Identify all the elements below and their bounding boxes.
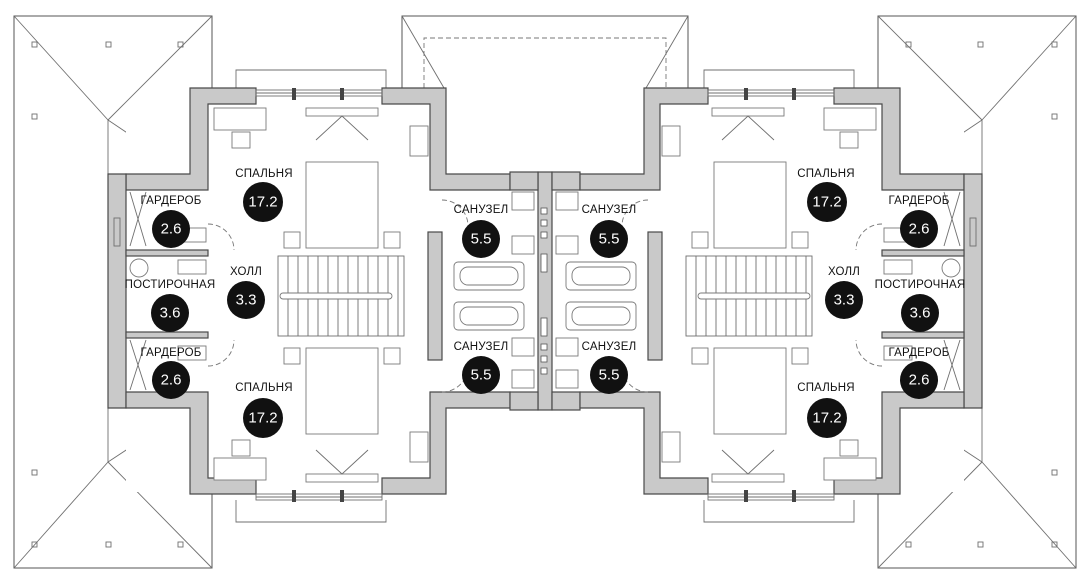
area-badge	[152, 210, 190, 248]
area-badge	[243, 182, 283, 222]
furniture	[129, 107, 961, 483]
room-area-wardrobe-tl: 2.6	[161, 221, 182, 238]
walls	[107, 87, 983, 495]
area-badge	[462, 356, 500, 394]
room-area-bath-tl: 5.5	[471, 231, 492, 248]
room-area-wardrobe-tr: 2.6	[909, 221, 930, 238]
room-labels: СПАЛЬНЯ 17.2 СПАЛЬНЯ 17.2 ГАРДЕРОБ 2.6 Г…	[125, 168, 966, 438]
room-area-bedroom-tl: 17.2	[248, 194, 277, 211]
room-name-bedroom-bl: СПАЛЬНЯ	[235, 382, 293, 394]
area-badge	[243, 398, 283, 438]
room-area-hall-l: 3.3	[236, 292, 257, 309]
room-area-wardrobe-bl: 2.6	[161, 372, 182, 389]
area-badge	[462, 220, 500, 258]
room-name-bath-bl: САНУЗЕЛ	[454, 341, 509, 353]
room-area-bath-tr: 5.5	[599, 231, 620, 248]
room-name-bath-br: САНУЗЕЛ	[582, 341, 637, 353]
room-area-bedroom-tr: 17.2	[812, 194, 841, 211]
room-area-bedroom-br: 17.2	[812, 410, 841, 427]
room-name-bath-tl: САНУЗЕЛ	[454, 204, 509, 216]
room-area-laundry-l: 3.6	[160, 305, 181, 322]
room-name-bedroom-br: СПАЛЬНЯ	[797, 382, 855, 394]
area-badge	[901, 294, 939, 332]
room-area-hall-r: 3.3	[834, 292, 855, 309]
room-area-bath-br: 5.5	[599, 367, 620, 384]
room-area-bedroom-bl: 17.2	[248, 410, 277, 427]
room-name-bedroom-tr: СПАЛЬНЯ	[797, 168, 855, 180]
area-badge	[227, 281, 265, 319]
area-badge	[590, 220, 628, 258]
area-badge	[900, 361, 938, 399]
room-name-laundry-l: ПОСТИРОЧНАЯ	[125, 279, 216, 291]
area-badge	[900, 210, 938, 248]
area-badge	[152, 361, 190, 399]
area-badge	[807, 182, 847, 222]
room-name-wardrobe-bl: ГАРДЕРОБ	[141, 347, 202, 359]
door-swings	[207, 199, 883, 393]
area-badge	[807, 398, 847, 438]
area-badge	[590, 356, 628, 394]
room-name-bath-tr: САНУЗЕЛ	[582, 204, 637, 216]
area-badge	[825, 281, 863, 319]
room-area-laundry-r: 3.6	[910, 305, 931, 322]
room-name-hall-l: ХОЛЛ	[230, 266, 262, 278]
room-name-wardrobe-tr: ГАРДЕРОБ	[889, 195, 950, 207]
room-name-hall-r: ХОЛЛ	[828, 266, 860, 278]
room-name-wardrobe-br: ГАРДЕРОБ	[889, 347, 950, 359]
area-badge	[151, 294, 189, 332]
room-name-wardrobe-tl: ГАРДЕРОБ	[141, 195, 202, 207]
room-area-bath-bl: 5.5	[471, 367, 492, 384]
room-name-bedroom-tl: СПАЛЬНЯ	[235, 168, 293, 180]
stairs	[277, 255, 813, 337]
room-area-wardrobe-br: 2.6	[909, 372, 930, 389]
room-name-laundry-r: ПОСТИРОЧНАЯ	[875, 279, 966, 291]
windows	[113, 88, 977, 502]
